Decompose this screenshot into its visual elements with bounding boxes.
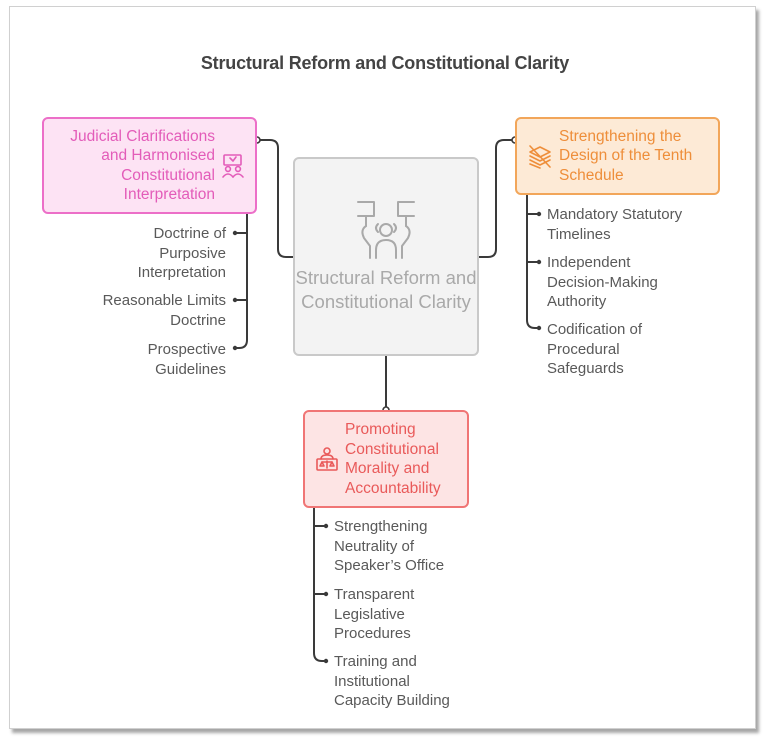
branch-node-judicial[interactable]: Judicial Clarifications and Harmonised C…: [42, 117, 257, 214]
leaf-dot: [232, 230, 238, 236]
branch-label-morality: Promoting Constitutional Morality and Ac…: [345, 421, 441, 497]
branch-label-tenth-schedule: Strengthening the Design of the Tenth Sc…: [559, 127, 693, 184]
leaf-dot: [323, 658, 329, 664]
connector-tenth-trunk: [526, 195, 539, 329]
leaf-dot: [536, 325, 542, 331]
protest-placards-icon: [357, 200, 415, 259]
leaf-dot: [232, 345, 238, 351]
leaf-item: Strengthening Neutrality of Speaker’s Of…: [334, 518, 445, 574]
leaf-item: Codification of Procedural Safeguards: [547, 321, 643, 377]
leaf-item: Transparent Legislative Procedures: [334, 586, 415, 642]
judge-scales-icon: [316, 447, 338, 471]
crossed-stack-icon: [529, 145, 551, 169]
branch-node-morality[interactable]: Promoting Constitutional Morality and Ac…: [303, 410, 469, 508]
branch-node-tenth-schedule[interactable]: Strengthening the Design of the Tenth Sc…: [515, 117, 720, 195]
connector-center-to-tenth-schedule: [479, 139, 515, 258]
leaf-dot: [536, 211, 542, 217]
connector-judicial-trunk: [235, 214, 248, 349]
connector-center-to-judicial: [257, 139, 293, 258]
connector-morality-trunk: [313, 508, 326, 662]
leaf-item: Doctrine of Purposive Interpretation: [137, 225, 226, 281]
leaf-item: Prospective Guidelines: [147, 341, 226, 378]
leaf-item: Mandatory Statutory Timelines: [547, 206, 683, 243]
leaf-dot: [536, 259, 542, 265]
leaf-dot: [323, 591, 329, 597]
center-node-label: Structural Reform and Constitutional Cla…: [295, 266, 477, 312]
presentation-board-people-icon: [222, 153, 244, 178]
center-node[interactable]: Structural Reform and Constitutional Cla…: [293, 157, 479, 356]
leaf-item: Training and Institutional Capacity Buil…: [334, 653, 450, 709]
leaf-dot: [323, 523, 329, 529]
branch-label-judicial: Judicial Clarifications and Harmonised C…: [70, 127, 215, 204]
leaf-item: Independent Decision-Making Authority: [547, 254, 658, 310]
leaf-dot: [232, 297, 238, 303]
diagram-title: Structural Reform and Constitutional Cla…: [200, 53, 570, 73]
leaf-item: Reasonable Limits Doctrine: [102, 292, 226, 329]
